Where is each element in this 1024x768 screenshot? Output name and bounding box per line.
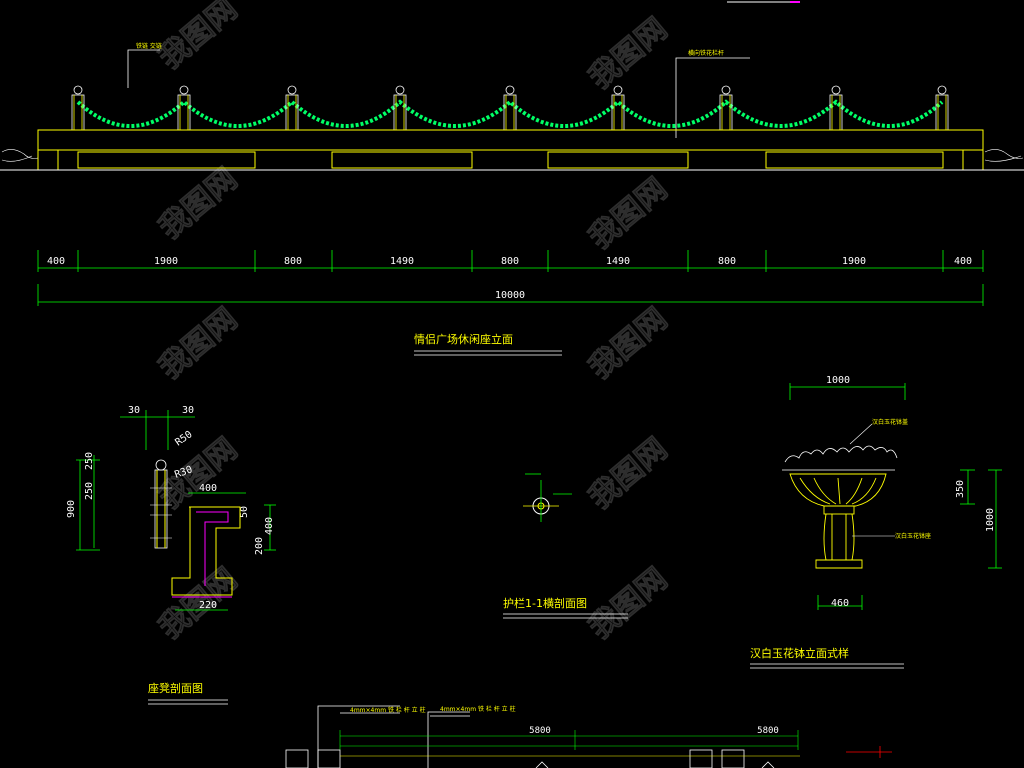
- bowl-note-top: 汉白玉花钵盖: [872, 418, 908, 426]
- bench-top-dim-2: 30: [182, 405, 194, 416]
- dim-total: 10000: [495, 290, 525, 301]
- bowl-height-dim: 350: [955, 480, 966, 498]
- dim-seg-8: 1900: [842, 256, 866, 267]
- base-wall: [0, 129, 1024, 171]
- flower-bowl-title: 汉白玉花钵立面式样: [750, 646, 849, 660]
- bench-radius-1: R50: [173, 429, 194, 448]
- callout-chain: 铁链 交链: [136, 42, 162, 50]
- bench-top-dim-1: 30: [128, 405, 140, 416]
- watermark-7: 我图网: [153, 431, 244, 516]
- plan-note-b: 4mm×4mm 铁 栏 杆 立 柱: [440, 705, 516, 713]
- bowl-total-height-dim: 1000: [985, 508, 996, 532]
- bowl-width-dim: 1000: [826, 375, 850, 386]
- bowl-base-width-dim: 460: [831, 598, 849, 609]
- bowl-note-right: 汉白玉花钵座: [895, 532, 931, 540]
- dim-seg-2: 1900: [154, 256, 178, 267]
- watermark-1: 我图网: [153, 0, 244, 76]
- watermark-layer: 我图网 我图网 我图网 我图网 我图网 我图网 我图网 我图网 我图网 我图网: [152, 0, 674, 647]
- elevation-title: 情侣广场休闲座立面: [414, 332, 513, 346]
- dim-seg-9: 400: [954, 256, 972, 267]
- bench-dim-50: 50: [239, 506, 250, 518]
- bottom-plan-view: 4mm×4mm 铁 栏 杆 立 柱 4mm×4mm 铁 栏 杆 立 柱 5800…: [285, 705, 892, 768]
- bench-height-b: 250: [84, 482, 95, 500]
- plan-dim-2: 5800: [757, 726, 779, 736]
- chain-swag: [76, 99, 944, 128]
- bench-dim-400: 400: [264, 517, 275, 535]
- post-7: [719, 85, 733, 131]
- plan-note-a: 4mm×4mm 铁 栏 杆 立 柱: [350, 706, 426, 714]
- rail-section-title: 护栏1-1横剖面图: [503, 596, 587, 610]
- dim-seg-6: 1490: [606, 256, 630, 267]
- posts: [71, 85, 949, 131]
- rail-section-view: 护栏1-1横剖面图: [503, 473, 628, 619]
- post-2: [177, 85, 191, 131]
- bench-section-title: 座凳剖面图: [148, 681, 203, 695]
- post-9: [935, 85, 949, 131]
- bench-section-view: 30 30 R50 R30 900 250 250 400 50 400 200…: [66, 405, 276, 705]
- post-3: [285, 85, 299, 131]
- end-ornaments: [1, 149, 1024, 162]
- total-dimension-line: [37, 284, 984, 306]
- plan-dimension-lines: [339, 730, 799, 750]
- bench-height-total: 900: [66, 500, 77, 518]
- watermark-4: 我图网: [583, 171, 674, 256]
- watermark-10: 我图网: [583, 561, 674, 646]
- watermark-6: 我图网: [583, 301, 674, 386]
- flower-bowl-view: 1000 350 1000 460 汉白玉花钵盖 汉白玉花钵座 汉白玉花钵立面式…: [750, 375, 1002, 669]
- post-1: [71, 85, 85, 131]
- watermark-8: 我图网: [583, 431, 674, 516]
- dim-seg-1: 400: [47, 256, 65, 267]
- dim-seg-5: 800: [501, 256, 519, 267]
- bench-seat-width: 400: [199, 483, 217, 494]
- post-4: [393, 85, 407, 131]
- bench-dim-200: 200: [254, 537, 265, 555]
- watermark-3: 我图网: [153, 161, 244, 246]
- watermark-2: 我图网: [583, 11, 674, 96]
- dim-seg-3: 800: [284, 256, 302, 267]
- bench-base-width: 220: [199, 600, 217, 611]
- post-6: [611, 85, 625, 131]
- watermark-5: 我图网: [153, 301, 244, 386]
- plan-dim-1: 5800: [529, 726, 551, 736]
- dim-seg-7: 800: [718, 256, 736, 267]
- post-8: [829, 85, 843, 131]
- post-5: [503, 85, 517, 131]
- segment-dimension-line: [37, 250, 984, 272]
- dim-seg-4: 1490: [390, 256, 414, 267]
- callout-railing: 横向铁花栏杆: [688, 49, 724, 57]
- bench-height-a: 250: [84, 452, 95, 470]
- elevation-view: 铁链 交链 横向铁花栏杆: [0, 1, 1024, 356]
